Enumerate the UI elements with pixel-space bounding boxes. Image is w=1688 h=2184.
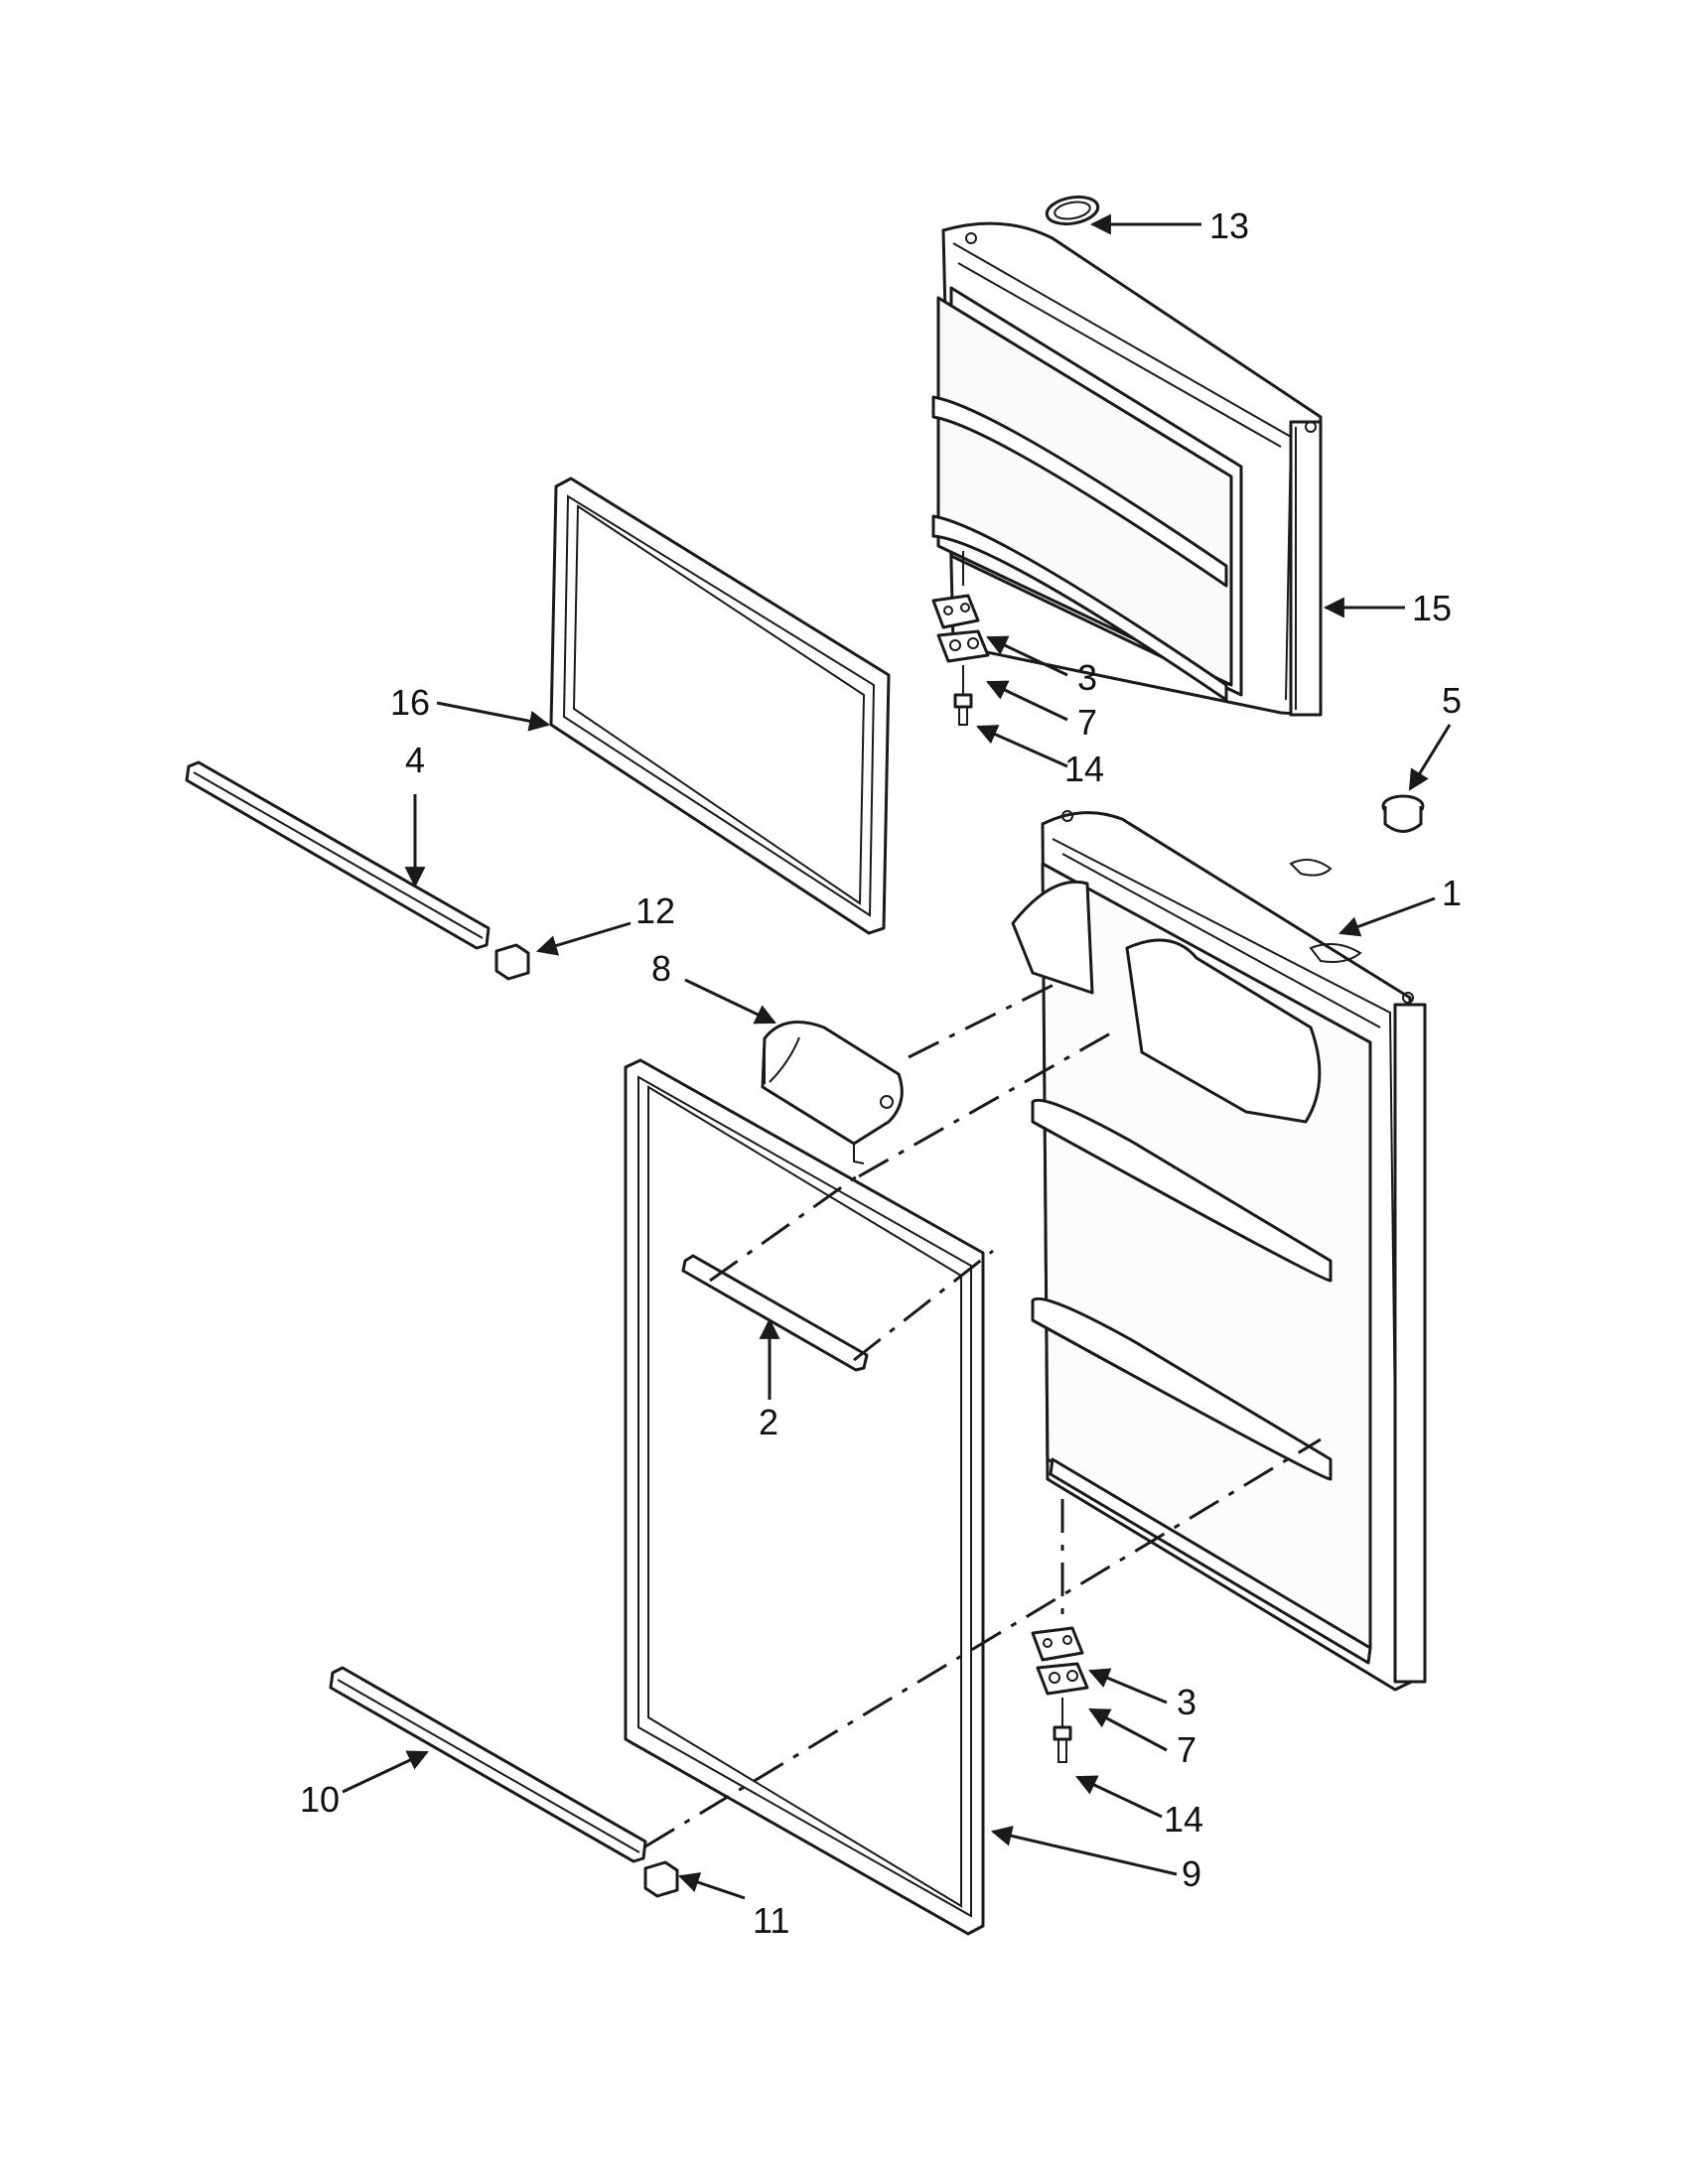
part-12-end-cap [494,943,530,981]
callout-3-lower: 3 [1177,1682,1196,1722]
callout-13: 13 [1209,205,1249,246]
callout-15: 15 [1412,588,1452,628]
part-10-fridge-trim [329,1666,647,1863]
leader-arrows [342,213,1452,1900]
part-2-retainer [681,1254,869,1372]
callout-7-upper: 7 [1077,702,1097,743]
upper-hinge-assembly [931,551,990,726]
callout-8: 8 [651,948,671,989]
callout-11: 11 [753,1900,789,1941]
callout-2: 2 [759,1402,778,1442]
callout-3-upper: 3 [1077,657,1097,698]
callout-labels: 13 15 3 7 14 16 4 12 5 1 8 2 3 7 14 9 10… [300,205,1462,1941]
callout-5: 5 [1442,680,1462,721]
callout-12: 12 [635,890,675,931]
part-9-fridge-gasket [624,1058,985,1936]
callout-7-lower: 7 [1177,1729,1196,1770]
callout-16: 16 [390,682,430,723]
callout-10: 10 [300,1779,340,1820]
part-5-stopper [1381,794,1425,833]
part-4-freezer-trim [185,760,491,950]
callout-14-upper: 14 [1064,749,1104,789]
alignment-lines [644,981,1322,1848]
callout-1: 1 [1442,873,1462,913]
part-1-refrigerator-door [1011,810,1427,1692]
callout-4: 4 [405,740,425,780]
part-11-end-cap [643,1860,679,1898]
part-8-dairy-door [761,1021,904,1164]
callout-9: 9 [1182,1853,1201,1894]
part-15-freezer-door [931,221,1323,717]
lower-hinge-assembly [1031,1499,1089,1763]
part-13-plug [1045,195,1100,226]
callout-14-lower: 14 [1164,1799,1203,1840]
part-16-freezer-gasket [549,477,891,935]
